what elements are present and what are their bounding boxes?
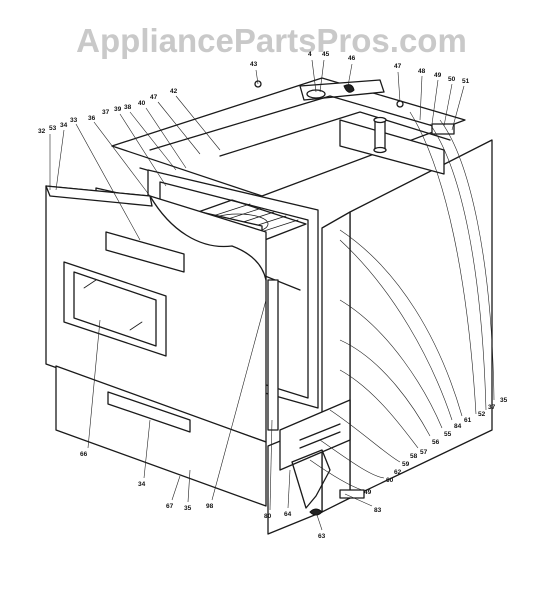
callout-55: 55 — [444, 431, 452, 438]
callout-67: 67 — [166, 503, 174, 510]
callout-51: 51 — [462, 78, 470, 85]
door-handle — [105, 231, 185, 273]
callout-39: 39 — [114, 106, 122, 113]
drawer-handle — [107, 391, 191, 433]
callout-52: 52 — [478, 411, 486, 418]
cutaway-edge — [149, 195, 267, 281]
callout-57: 57 — [420, 449, 428, 456]
callout-58: 58 — [410, 453, 418, 460]
callout-59: 59 — [402, 461, 410, 468]
callout-labels: 43 4 45 46 47 48 49 50 51 42 47 40 38 39… — [38, 51, 508, 540]
callout-35: 35 — [500, 397, 508, 404]
leveler-bracket — [291, 449, 331, 509]
callout-38: 38 — [124, 104, 132, 111]
callout-46: 46 — [348, 55, 356, 62]
cabinet-top — [111, 77, 466, 197]
leader-lines — [49, 59, 495, 531]
callout-66: 66 — [80, 451, 88, 458]
cooktop-rear-box — [339, 119, 445, 175]
callout-64: 64 — [284, 511, 292, 518]
callout-45: 45 — [322, 51, 330, 58]
callout-83: 83 — [374, 507, 382, 514]
callout-35-lower: 35 — [184, 505, 192, 512]
callout-49-lower: 49 — [364, 489, 372, 496]
callout-50: 50 — [448, 76, 456, 83]
callout-49: 49 — [434, 72, 442, 79]
callout-34-lower: 34 — [138, 481, 146, 488]
callout-47: 47 — [394, 63, 402, 70]
callout-33: 33 — [70, 117, 78, 124]
callout-34: 34 — [60, 122, 68, 129]
bracket-plate — [279, 399, 351, 471]
callout-37: 37 — [102, 109, 110, 116]
callout-56: 56 — [432, 439, 440, 446]
callout-4: 4 — [308, 51, 312, 58]
callout-61: 61 — [464, 417, 472, 424]
callout-43: 43 — [250, 61, 258, 68]
callout-62: 62 — [394, 469, 402, 476]
door-top-trim — [45, 185, 153, 207]
callout-60: 60 — [386, 477, 394, 484]
watermark-logo: AppliancePartsPros.com — [76, 22, 467, 59]
callout-80: 80 — [264, 513, 272, 520]
gas-inlet-pipe — [374, 119, 386, 151]
callout-32: 32 — [38, 128, 46, 135]
callout-40: 40 — [138, 100, 146, 107]
top-rib-1 — [149, 95, 441, 151]
callout-63: 63 — [318, 533, 326, 540]
callout-48: 48 — [418, 68, 426, 75]
callout-53: 53 — [49, 125, 57, 132]
callout-47-left: 47 — [150, 94, 158, 101]
callout-36: 36 — [88, 115, 96, 122]
rear-spacer — [339, 489, 365, 499]
callout-42: 42 — [170, 88, 178, 95]
callout-84: 84 — [454, 423, 462, 430]
door-hinge-channel — [267, 279, 279, 431]
oven-door-assembly — [45, 185, 267, 443]
callout-37-right: 37 — [488, 404, 496, 411]
front-right-pillar — [321, 211, 351, 513]
door-window-glass — [73, 271, 157, 347]
callout-98: 98 — [206, 503, 214, 510]
bottom-brackets — [279, 399, 365, 516]
